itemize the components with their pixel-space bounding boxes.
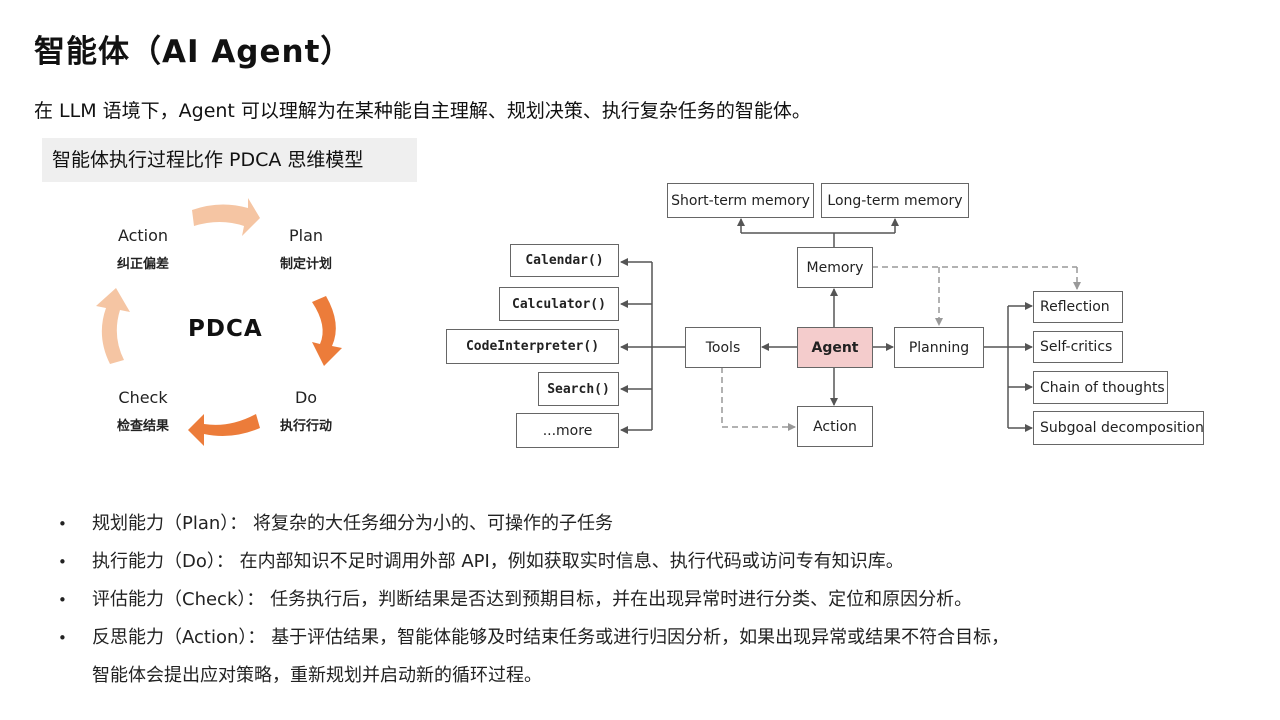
page-subtitle: 在 LLM 语境下，Agent 可以理解为在某种能自主理解、规划决策、执行复杂任…: [34, 100, 811, 122]
arrow-action-to-plan: [192, 198, 260, 236]
list-item: • 评估能力（Check）： 任务执行后，判断结果是否达到预期目标，并在出现异常时…: [58, 581, 1248, 619]
pdca-check-cn: 检查结果: [116, 419, 169, 434]
list-item: • 反思能力（Action）： 基于评估结果，智能体能够及时结束任务或进行归因分析…: [58, 619, 1248, 695]
list-item-text: 执行能力（Do）： 在内部知识不足时调用外部 API，例如获取实时信息、执行代码…: [92, 551, 904, 572]
pdca-plan-label: Plan: [288, 226, 324, 245]
bullet-marker: •: [58, 515, 67, 533]
pdca-do-label: Do: [294, 388, 318, 407]
pdca-cycle-diagram: [96, 198, 342, 446]
agent-node: Agent: [797, 327, 873, 368]
calendar-tool-node: Calendar(): [510, 244, 619, 277]
arrow-do-to-check: [188, 414, 260, 446]
reflection-node: Reflection: [1033, 291, 1123, 323]
page-title: 智能体（AI Agent）: [34, 34, 353, 70]
chain-of-thoughts-node: Chain of thoughts: [1033, 371, 1168, 404]
self-critics-node: Self-critics: [1033, 331, 1123, 363]
list-item-continuation: 智能体会提出应对策略，重新规划并启动新的循环过程。: [92, 665, 542, 686]
long-term-memory-node: Long-term memory: [821, 183, 969, 218]
tools-node: Tools: [685, 327, 761, 368]
list-item-text: 评估能力（Check）： 任务执行后，判断结果是否达到预期目标，并在出现异常时进…: [92, 589, 973, 610]
memory-node: Memory: [797, 247, 873, 288]
pdca-center-label: PDCA: [188, 316, 263, 342]
capability-list: • 规划能力（Plan）： 将复杂的大任务细分为小的、可操作的子任务 • 执行能力（…: [58, 505, 1248, 695]
list-item-text: 反思能力（Action）： 基于评估结果，智能体能够及时结束任务或进行归因分析，…: [92, 627, 1010, 648]
pdca-do-cn: 执行行动: [279, 419, 332, 434]
more-tools-node: ...more: [516, 413, 619, 448]
arrow-check-to-action: [96, 288, 130, 364]
list-item-text: 规划能力（Plan）： 将复杂的大任务细分为小的、可操作的子任务: [92, 513, 614, 534]
pdca-banner: 智能体执行过程比作 PDCA 思维模型: [42, 138, 417, 182]
list-item: • 规划能力（Plan）： 将复杂的大任务细分为小的、可操作的子任务: [58, 505, 1248, 543]
pdca-action-label: Action: [117, 226, 169, 245]
bullet-marker: •: [58, 629, 67, 647]
list-item: • 执行能力（Do）： 在内部知识不足时调用外部 API，例如获取实时信息、执行代…: [58, 543, 1248, 581]
calculator-tool-node: Calculator(): [499, 287, 619, 321]
bullet-marker: •: [58, 591, 67, 609]
code-interpreter-tool-node: CodeInterpreter(): [446, 329, 619, 364]
arrow-plan-to-do: [312, 296, 342, 366]
planning-node: Planning: [894, 327, 984, 368]
pdca-plan-cn: 制定计划: [279, 257, 332, 272]
pdca-check-label: Check: [118, 388, 168, 407]
pdca-action-cn: 纠正偏差: [116, 257, 169, 272]
search-tool-node: Search(): [538, 372, 619, 406]
short-term-memory-node: Short-term memory: [667, 183, 814, 218]
action-node: Action: [797, 406, 873, 447]
subgoal-decomposition-node: Subgoal decomposition: [1033, 411, 1204, 445]
bullet-marker: •: [58, 553, 67, 571]
